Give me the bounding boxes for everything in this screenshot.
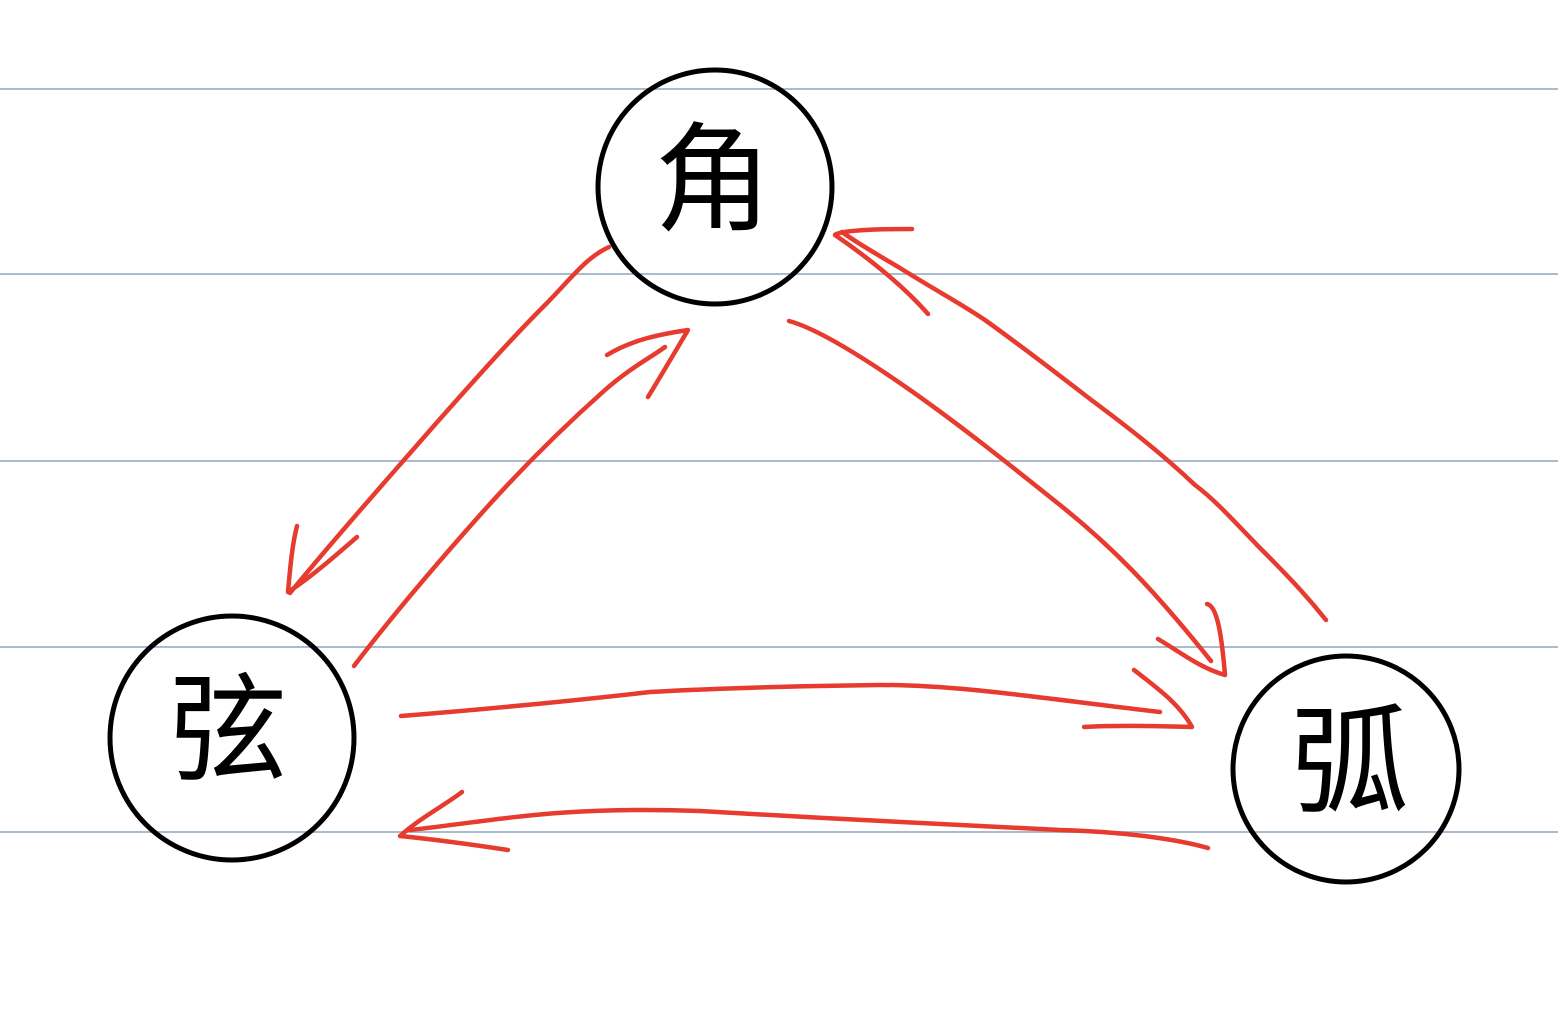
arrows xyxy=(285,226,1329,853)
edge-jiao-to-xian xyxy=(285,244,612,596)
arrow-shaft xyxy=(786,318,1214,664)
arrow-head xyxy=(1081,667,1195,730)
arrow-shaft xyxy=(287,244,612,596)
node-label-xian: 弦 xyxy=(169,661,287,799)
arrow-shaft xyxy=(398,682,1163,719)
arrow-shaft xyxy=(351,344,668,669)
arrow-head xyxy=(1155,601,1228,678)
node-jiao: 角 xyxy=(595,67,835,307)
arrow-head xyxy=(832,226,931,317)
arrow-shaft xyxy=(407,807,1211,851)
edge-hu-to-jiao xyxy=(832,226,1329,623)
arrow-head xyxy=(604,327,691,400)
node-label-hu: 弧 xyxy=(1291,693,1409,831)
arrow-head xyxy=(397,789,511,853)
ruled-lines xyxy=(0,88,1558,833)
edge-hu-to-xian xyxy=(397,789,1211,853)
node-xian: 弦 xyxy=(107,613,357,863)
edge-jiao-to-hu xyxy=(786,318,1228,678)
node-circle xyxy=(107,613,357,863)
node-circle xyxy=(1230,653,1462,885)
node-label-jiao: 角 xyxy=(654,111,772,249)
arrow-head xyxy=(285,523,360,595)
arrow-shaft xyxy=(839,229,1329,623)
node-circle xyxy=(595,67,835,307)
edge-xian-to-jiao xyxy=(351,327,691,669)
node-hu: 弧 xyxy=(1230,653,1462,885)
edge-xian-to-hu xyxy=(398,667,1195,730)
